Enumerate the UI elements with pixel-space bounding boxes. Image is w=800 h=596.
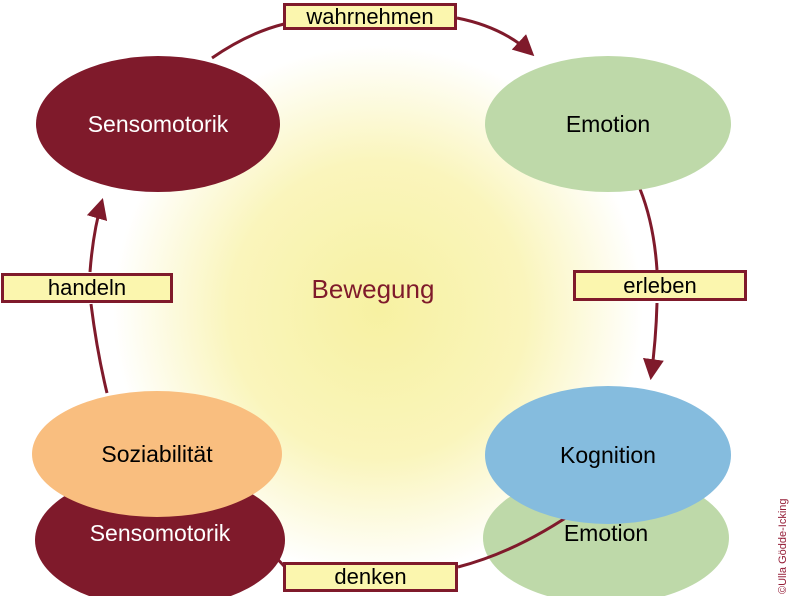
process-label-denken: denken — [334, 564, 407, 589]
process-box-erleben: erleben — [573, 270, 747, 301]
arrow-handeln-in — [89, 303, 109, 394]
process-box-handeln: handeln — [1, 273, 173, 303]
node-kognition: Kognition — [485, 386, 731, 524]
node-label-sensomotorik: Sensomotorik — [87, 110, 229, 137]
center-title: Bewegung — [311, 273, 435, 304]
node-soziabilitaet: Soziabilität — [32, 391, 282, 517]
arrow-wahrnehmen-out — [456, 16, 535, 57]
process-label-wahrnehmen: wahrnehmen — [306, 3, 434, 29]
process-label-handeln: handeln — [47, 275, 127, 300]
node-label-sensomotorik-back: Sensomotorik — [89, 520, 231, 546]
copyright-text: ©Ulla Gödde-Icking — [777, 498, 789, 594]
node-emotion: Emotion — [485, 56, 731, 192]
arrow-erleben-out — [642, 302, 664, 381]
arrow-wahrnehmen-in — [211, 22, 285, 60]
node-label-emotion: Emotion — [565, 110, 651, 137]
node-sensomotorik: Sensomotorik — [36, 56, 280, 192]
process-label-erleben: erleben — [623, 272, 697, 298]
arrow-handeln-out — [86, 197, 108, 273]
node-label-kognition: Kognition — [560, 441, 656, 468]
process-box-denken: denken — [283, 562, 458, 592]
node-label-soziabilitaet: Soziabilität — [101, 440, 213, 467]
node-label-emotion-back: Emotion — [563, 520, 649, 546]
process-box-wahrnehmen: wahrnehmen — [283, 3, 457, 30]
